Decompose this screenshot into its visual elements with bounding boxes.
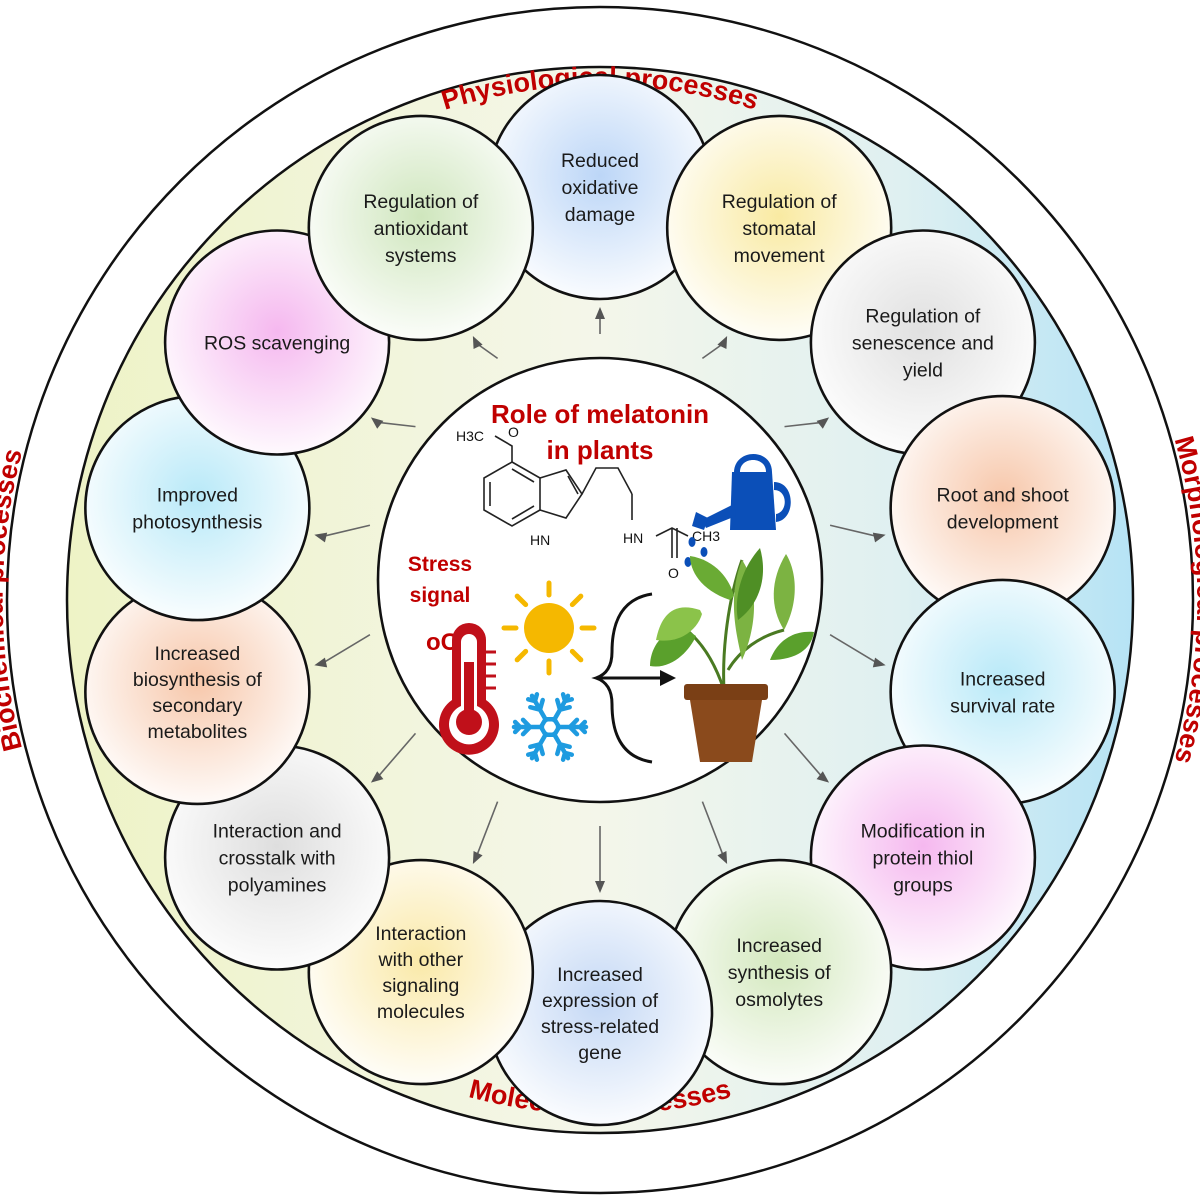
process-arrow bbox=[472, 801, 499, 864]
process-node-label: signaling bbox=[382, 975, 459, 997]
stress-signal-line1: Stress bbox=[408, 553, 472, 576]
process-node-label: movement bbox=[734, 245, 826, 267]
process-node-label: osmolytes bbox=[735, 989, 823, 1011]
process-node-label: Modification in bbox=[861, 821, 986, 843]
sun-ray bbox=[569, 593, 584, 608]
watering-can-icon bbox=[684, 454, 791, 567]
process-arrow bbox=[314, 634, 371, 668]
process-arrow bbox=[370, 417, 416, 429]
process-node: Increased biosynthesis of secondary metabol… bbox=[84, 578, 311, 806]
process-node-label: systems bbox=[385, 245, 457, 267]
process-node-label: crosstalk with bbox=[219, 848, 336, 870]
process-node-label: protein thiol bbox=[872, 848, 973, 870]
snowflake-arm bbox=[511, 717, 545, 737]
process-node-label: Root and shoot bbox=[937, 485, 1070, 507]
process-node-label: senescence and bbox=[852, 332, 994, 354]
process-node-label: secondary bbox=[152, 695, 242, 717]
process-node-label: polyamines bbox=[228, 875, 327, 897]
sun-icon bbox=[501, 580, 597, 676]
sun-ray bbox=[569, 648, 584, 663]
thermometer-icon bbox=[439, 623, 499, 755]
process-node-label: photosynthesis bbox=[132, 512, 262, 534]
process-node-label: Regulation of bbox=[363, 191, 478, 213]
sun-ray bbox=[514, 593, 529, 608]
snowflake-arm bbox=[525, 731, 549, 762]
process-node-label: groups bbox=[893, 875, 953, 897]
snowflake-arm bbox=[525, 692, 549, 723]
process-node-circle bbox=[307, 114, 535, 342]
process-node-label: gene bbox=[578, 1042, 621, 1064]
process-arrow bbox=[595, 826, 605, 893]
process-node: Increased synthesis of osmolytes bbox=[665, 858, 893, 1086]
center-title-line1: Role of melatonin bbox=[491, 399, 709, 429]
process-arrow bbox=[784, 417, 830, 429]
molecule-oxygen-label: O bbox=[508, 424, 519, 440]
molecule-icon bbox=[483, 435, 689, 558]
process-node-label: survival rate bbox=[950, 695, 1055, 717]
stress-signal-line2: signal bbox=[410, 584, 471, 607]
process-node-label: Increased bbox=[155, 643, 241, 665]
plant-icon bbox=[650, 548, 814, 762]
process-arrow bbox=[829, 634, 886, 668]
center-panel: Role of melatonin in plants H3C O HN HN … bbox=[376, 356, 824, 804]
process-arrow bbox=[701, 801, 728, 864]
process-arrow bbox=[370, 732, 417, 783]
process-node-label: Increased bbox=[736, 935, 822, 957]
process-node-label: molecules bbox=[377, 1001, 465, 1023]
process-node-label: synthesis of bbox=[728, 962, 832, 984]
snowflake-arm bbox=[551, 731, 575, 762]
process-node-label: yield bbox=[903, 359, 943, 381]
process-node-label: antioxidant bbox=[374, 218, 469, 240]
center-title-line2: in plants bbox=[547, 435, 654, 465]
process-node-label: expression of bbox=[542, 990, 659, 1012]
process-node-label: metabolites bbox=[147, 721, 247, 743]
process-arrow bbox=[783, 732, 830, 783]
process-node: Root and shoot development bbox=[889, 394, 1116, 622]
process-node-label: Regulation of bbox=[722, 191, 837, 213]
process-node-label: biosynthesis of bbox=[133, 669, 263, 691]
process-node-label: Increased bbox=[960, 668, 1046, 690]
process-arrow bbox=[701, 336, 728, 360]
process-node-label: Improved bbox=[157, 485, 238, 507]
arrow-icon bbox=[591, 592, 676, 764]
molecule-carbonyl-label: O bbox=[668, 565, 679, 581]
process-node-label: Reduced bbox=[561, 150, 639, 172]
process-arrow bbox=[314, 524, 371, 543]
process-node-label: stress-related bbox=[541, 1016, 659, 1038]
molecule-methyl-label: CH3 bbox=[692, 528, 720, 544]
molecule-ring-nh-label: HN bbox=[530, 532, 550, 548]
snowflake-arm bbox=[551, 692, 575, 723]
molecule-methoxy-label: H3C bbox=[456, 428, 484, 444]
process-node-label: ROS scavenging bbox=[204, 332, 350, 354]
process-node-label: with other bbox=[378, 949, 464, 971]
arrow-group bbox=[314, 307, 886, 893]
snowflake-icon bbox=[511, 692, 589, 762]
process-node-label: Interaction and bbox=[213, 821, 342, 843]
snowflake-arm bbox=[555, 717, 589, 737]
snowflake-core bbox=[538, 716, 562, 738]
process-node-label: damage bbox=[565, 204, 635, 226]
process-arrow bbox=[595, 307, 605, 334]
process-arrow bbox=[829, 524, 886, 543]
process-node: Regulation of antioxidant systems bbox=[307, 114, 535, 342]
process-node-label: oxidative bbox=[562, 177, 639, 199]
process-node-label: development bbox=[947, 512, 1059, 534]
process-node-label: Interaction bbox=[375, 923, 466, 945]
process-node-label: stomatal bbox=[742, 218, 816, 240]
process-node-label: Regulation of bbox=[865, 305, 980, 327]
molecule-amide-nh-label: HN bbox=[623, 530, 643, 546]
process-arrow bbox=[472, 336, 499, 360]
process-node-label: Increased bbox=[557, 964, 643, 986]
sun-ray bbox=[514, 648, 529, 663]
